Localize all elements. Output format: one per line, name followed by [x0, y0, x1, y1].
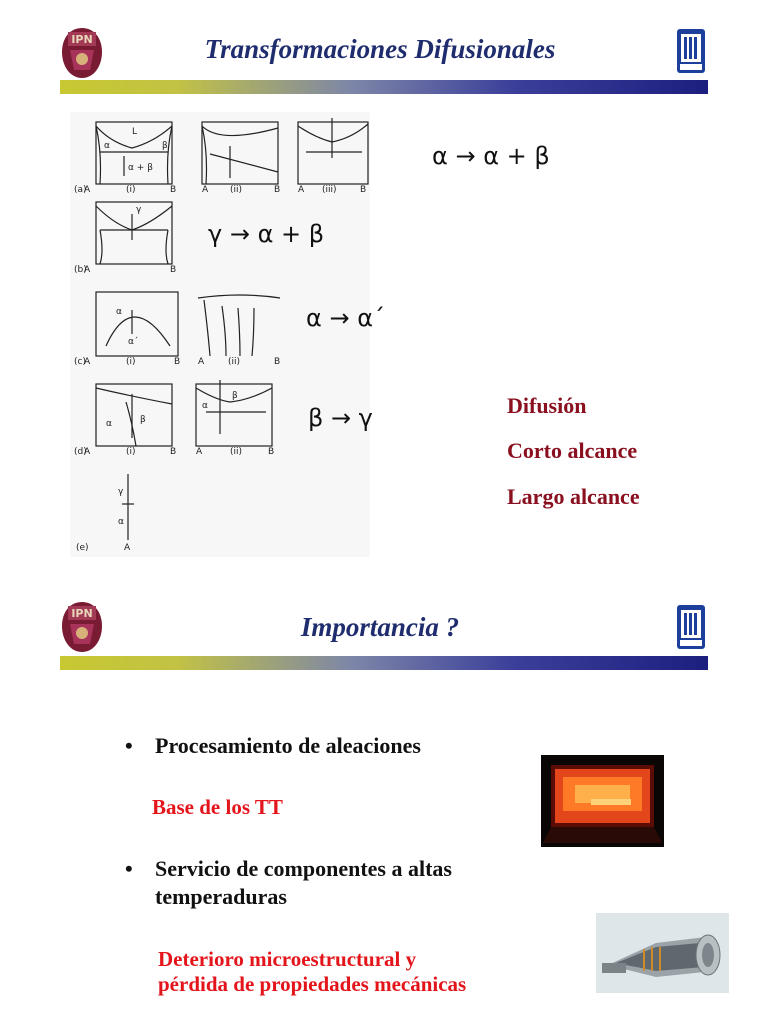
- label-d: (d): [74, 447, 87, 457]
- label-A: A: [84, 185, 91, 195]
- note-deterioro: Deterioro microestructural y pérdida de …: [158, 947, 466, 997]
- label-A: A: [198, 357, 205, 367]
- label-i: (i): [126, 357, 136, 367]
- label-c: (c): [74, 357, 86, 367]
- phase-diagrams-figure: (a) A (i) B L α β α + β A (ii) B A (iii)…: [70, 112, 370, 557]
- label-alpha: α: [118, 517, 124, 527]
- reaction-b: γ → α + β: [208, 220, 325, 248]
- label-B: B: [174, 357, 180, 367]
- furnace-image: [541, 755, 664, 847]
- svg-text:IPN: IPN: [71, 33, 92, 46]
- ipn-logo-icon: IPN: [62, 602, 102, 652]
- bullet-text: Procesamiento de aleaciones: [155, 733, 421, 758]
- slide-title: Importancia ?: [300, 612, 460, 642]
- bullet-icon: •: [125, 733, 133, 758]
- label-iii: (iii): [322, 185, 337, 195]
- reaction-a: α → α + β: [432, 142, 550, 170]
- label-beta: β: [140, 415, 146, 425]
- label-B: B: [268, 447, 274, 457]
- label-ii: (ii): [228, 357, 240, 367]
- label-A: A: [124, 543, 131, 553]
- label-alpha-prime: α´: [128, 336, 138, 347]
- term-corto-alcance: Corto alcance: [507, 438, 638, 463]
- label-A: A: [84, 357, 91, 367]
- label-alpha: α: [116, 307, 122, 317]
- title-divider: [60, 80, 708, 94]
- svg-text:IPN: IPN: [71, 607, 92, 620]
- reaction-c: α → α´: [306, 304, 386, 332]
- label-beta: β: [232, 391, 238, 401]
- ipn-logo-icon: IPN: [62, 28, 102, 78]
- label-gamma: γ: [118, 487, 124, 497]
- bullet-procesamiento: • Procesamiento de aleaciones: [125, 733, 421, 759]
- title-divider: [60, 656, 708, 670]
- note-line-2: pérdida de propiedades mecánicas: [158, 972, 467, 996]
- label-L: L: [132, 127, 137, 137]
- label-B: B: [170, 185, 176, 195]
- label-gamma: γ: [136, 205, 142, 215]
- esiqie-logo-icon: [677, 605, 705, 649]
- note-base-tt: Base de los TT: [152, 795, 283, 819]
- label-i: (i): [126, 185, 136, 195]
- bullet-servicio: • Servicio de componentes a altas temper…: [125, 856, 452, 910]
- label-B: B: [274, 185, 280, 195]
- slide-title: Transformaciones Difusionales: [204, 34, 556, 64]
- label-alpha: α: [202, 401, 208, 411]
- label-B: B: [170, 265, 176, 275]
- label-beta: β: [162, 141, 168, 151]
- label-i: (i): [126, 447, 136, 457]
- label-A: A: [202, 185, 209, 195]
- label-A: A: [298, 185, 305, 195]
- label-ii: (ii): [230, 447, 242, 457]
- label-alpha: α: [104, 141, 110, 151]
- reaction-d: β → γ: [308, 404, 373, 432]
- turbine-image: [596, 913, 729, 993]
- term-difusion: Difusión: [507, 393, 587, 418]
- label-alpha-beta: α + β: [128, 163, 153, 173]
- bullet-text-line-1: Servicio de componentes a altas: [155, 856, 452, 881]
- term-largo-alcance: Largo alcance: [507, 484, 640, 509]
- note-line-1: Deterioro microestructural y: [158, 947, 417, 971]
- label-A: A: [84, 447, 91, 457]
- label-alpha: α: [106, 419, 112, 429]
- label-ii: (ii): [230, 185, 242, 195]
- label-e: (e): [76, 543, 89, 553]
- bullet-text-line-2: temperaduras: [155, 884, 287, 909]
- esiqie-logo-icon: [677, 29, 705, 73]
- label-B: B: [274, 357, 280, 367]
- label-a: (a): [74, 185, 87, 195]
- bullet-icon: •: [125, 856, 133, 881]
- label-A: A: [196, 447, 203, 457]
- label-B: B: [360, 185, 366, 195]
- label-b: (b): [74, 265, 87, 275]
- label-B: B: [170, 447, 176, 457]
- label-A: A: [84, 265, 91, 275]
